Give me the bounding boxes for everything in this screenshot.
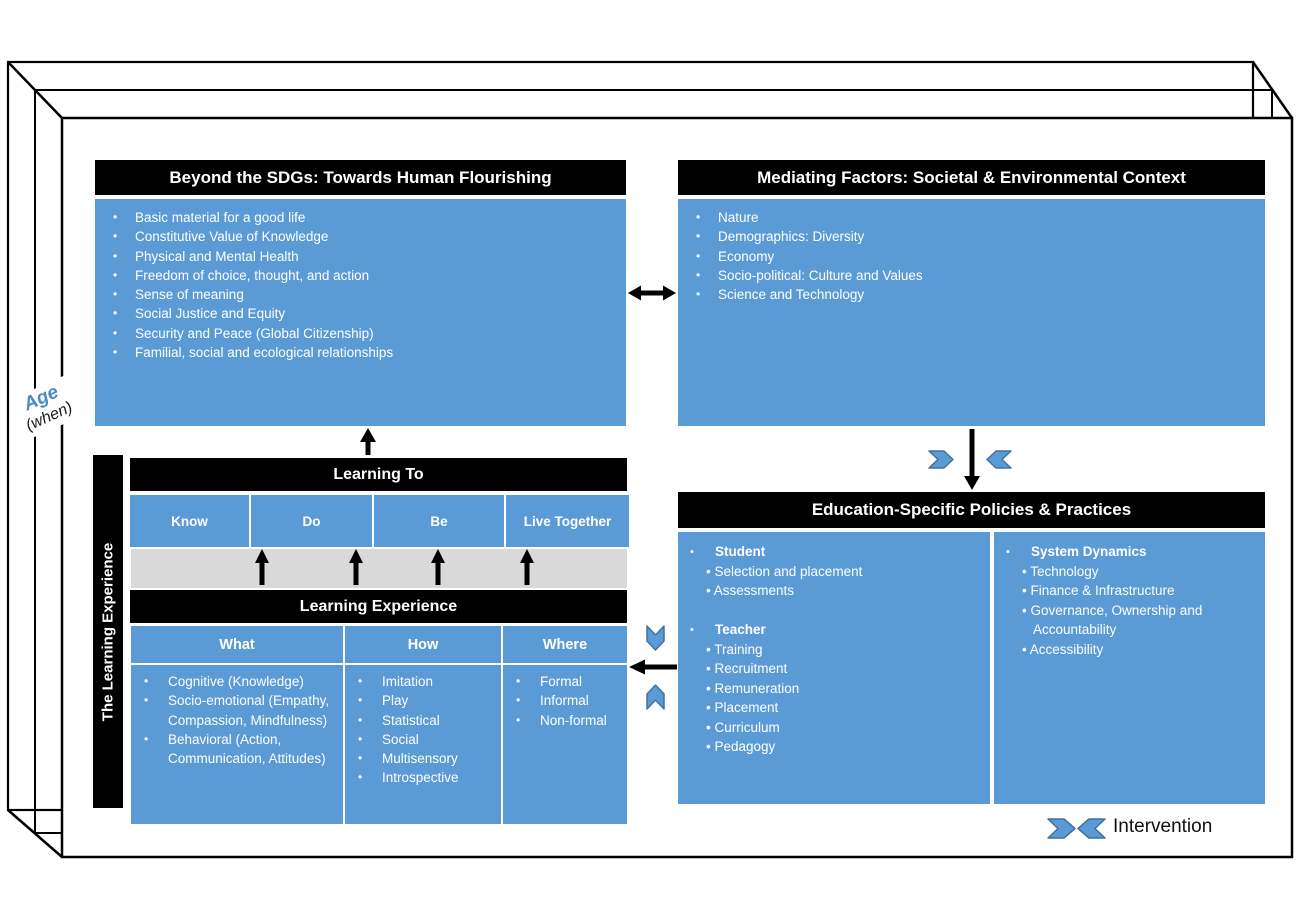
flourishing-header: Beyond the SDGs: Towards Human Flourishi…	[95, 160, 626, 195]
learning-experience-table: Cognitive (Knowledge) Socio-emotional (E…	[131, 665, 627, 824]
list-item: Introspective	[345, 768, 501, 788]
list-item: Pedagogy	[678, 737, 990, 757]
list-item: Training	[678, 640, 990, 660]
list-item: Constitutive Value of Knowledge	[95, 227, 626, 247]
list-item: Sense of meaning	[95, 285, 626, 305]
learning-experience-title: Learning Experience	[299, 597, 458, 615]
list-item: Cognitive (Knowledge)	[131, 672, 343, 692]
mediating-panel: Nature Demographics: Diversity Economy S…	[678, 199, 1265, 426]
learning-to-title: Learning To	[333, 465, 424, 483]
learning-to-pillars: Know Do Be Live Together	[130, 495, 629, 547]
list-item: Curriculum	[678, 718, 990, 738]
list-item: Play	[345, 691, 501, 711]
list-item: Statistical	[345, 711, 501, 731]
pillar-cell: Be	[374, 495, 504, 547]
education-header: Education-Specific Policies & Practices	[678, 492, 1265, 528]
list-item: Social	[345, 730, 501, 750]
where-column: Formal Informal Non-formal	[503, 665, 627, 824]
pillar-cell: Live Together	[506, 495, 629, 547]
list-item: Familial, social and ecological relation…	[95, 343, 626, 363]
list-item: Teacher	[678, 620, 990, 640]
list-item: System Dynamics	[994, 542, 1265, 562]
list-item: Assessments	[678, 581, 990, 601]
list-item: Basic material for a good life	[95, 208, 626, 228]
list-item: Nature	[678, 208, 1265, 228]
pillar-cell: Know	[130, 495, 249, 547]
list-item: Socio-political: Culture and Values	[678, 266, 1265, 286]
list-item: Formal	[503, 672, 627, 692]
list-item: Social Justice and Equity	[95, 304, 626, 324]
column-header: What	[131, 626, 343, 663]
list-item: Accessibility	[994, 640, 1265, 660]
list-item: Science and Technology	[678, 285, 1265, 305]
learning-experience-header: Learning Experience	[130, 590, 627, 623]
list-item: Demographics: Diversity	[678, 227, 1265, 247]
list-item: Technology	[994, 562, 1265, 582]
mediating-header: Mediating Factors: Societal & Environmen…	[678, 160, 1265, 195]
list-item: Behavioral (Action, Communication, Attit…	[131, 730, 343, 769]
pillar-cell: Do	[251, 495, 372, 547]
list-item: Security and Peace (Global Citizenship)	[95, 324, 626, 344]
list-item: Multisensory	[345, 749, 501, 769]
list-item: Selection and placement	[678, 562, 990, 582]
list-item: Economy	[678, 247, 1265, 267]
what-column: Cognitive (Knowledge) Socio-emotional (E…	[131, 665, 343, 824]
list-item: Student	[678, 542, 990, 562]
mediating-title: Mediating Factors: Societal & Environmen…	[757, 167, 1186, 187]
list-item: Informal	[503, 691, 627, 711]
education-panel-right: System Dynamics Technology Finance & Inf…	[994, 532, 1265, 804]
column-header: How	[345, 626, 501, 663]
flourishing-panel: Basic material for a good life Constitut…	[95, 199, 626, 426]
list-item: Imitation	[345, 672, 501, 692]
education-panel-left: Student Selection and placement Assessme…	[678, 532, 990, 804]
transfer-strip	[131, 549, 627, 588]
list-item: Recruitment	[678, 659, 990, 679]
learning-experience-sidebar: The Learning Experience	[93, 455, 123, 808]
list-item: Finance & Infrastructure	[994, 581, 1265, 601]
learning-experience-column-headers: What How Where	[131, 626, 627, 663]
flourishing-title: Beyond the SDGs: Towards Human Flourishi…	[169, 167, 552, 187]
list-item: Placement	[678, 698, 990, 718]
list-item: Remuneration	[678, 679, 990, 699]
list-item: Non-formal	[503, 711, 627, 731]
list-item: Freedom of choice, thought, and action	[95, 266, 626, 286]
how-column: Imitation Play Statistical Social Multis…	[345, 665, 501, 824]
list-item: Governance, Ownership and Accountability	[994, 601, 1265, 640]
learning-to-header: Learning To	[130, 458, 627, 491]
column-header: Where	[503, 626, 627, 663]
list-item: Socio-emotional (Empathy, Compassion, Mi…	[131, 691, 343, 730]
education-title: Education-Specific Policies & Practices	[811, 500, 1132, 519]
list-item: Physical and Mental Health	[95, 247, 626, 267]
sidebar-label: The Learning Experience	[99, 542, 117, 721]
legend-intervention-label: Intervention	[1113, 816, 1213, 837]
